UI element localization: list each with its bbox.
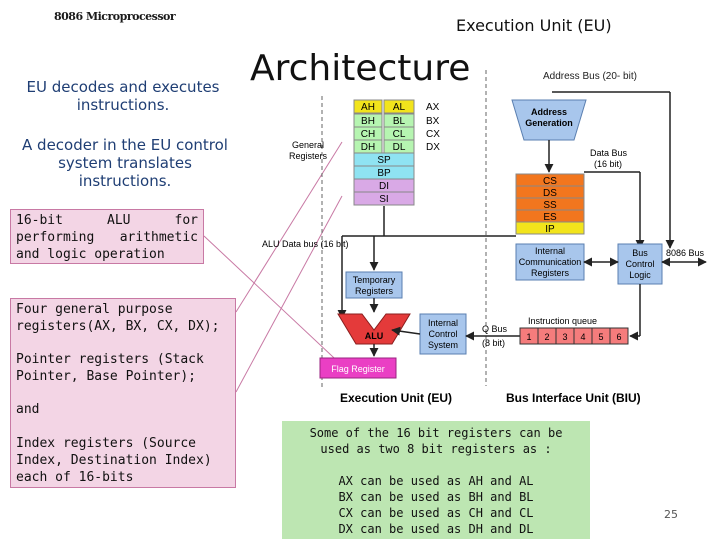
bus-control-label-2: Control	[625, 259, 654, 269]
queue-num-6: 6	[616, 332, 621, 342]
seg-ip-cell	[515, 221, 585, 235]
reg-dh: DH	[361, 142, 375, 153]
seg-ip: IP	[545, 224, 555, 235]
general-registers-label-2: Registers	[289, 151, 328, 161]
bus-control-logic	[617, 243, 663, 285]
alu-description-box: 16-bit ALU for performing arithmetic and…	[10, 209, 204, 264]
alu-description-text: 16-bit ALU for performing arithmetic and…	[16, 213, 198, 262]
and-text: and	[16, 402, 40, 417]
reg-cl: CL	[393, 129, 406, 140]
reg-sp: SP	[377, 155, 391, 166]
internal-comm-label-2: Communication	[519, 257, 582, 267]
biu-label: Bus Interface Unit (BIU)	[506, 391, 641, 405]
general-registers-text: Four general purpose registers(AX, BX, C…	[16, 302, 220, 334]
gp-pointer-line	[235, 141, 343, 313]
reg-dx-name: DX	[426, 142, 440, 153]
data-bus-label-2: (16 bit)	[594, 159, 622, 169]
course-label: 8086 Microprocessor	[54, 10, 176, 23]
register-grid: AH BH CH DH AL BL CL DL SP BP DI SI AX B…	[353, 99, 440, 206]
reg-bp: BP	[377, 168, 391, 179]
general-registers-label-1: General	[292, 140, 324, 150]
queue-num-2: 2	[544, 332, 549, 342]
reg-si-cell	[353, 191, 415, 206]
address-gen-label-2: Generation	[525, 118, 573, 128]
flag-register-label: Flag Register	[331, 364, 385, 374]
note-line-2: used as two 8 bit registers as :	[320, 442, 552, 456]
ptr-pointer-line	[235, 195, 343, 393]
q-bus-label-1: Q Bus	[482, 324, 508, 334]
architecture-title: Architecture	[250, 48, 471, 89]
reg-ch: CH	[361, 129, 375, 140]
internal-ctrl-label-3: System	[428, 340, 458, 350]
ctrl-to-alu	[391, 326, 421, 336]
temp-regs-label-2: Registers	[355, 286, 394, 296]
reg-al-cell	[383, 99, 415, 114]
reg-al: AL	[393, 102, 406, 113]
bus-control-label-3: Logic	[629, 270, 651, 280]
index-registers-text: Index registers (Source Index, Destinati…	[16, 436, 212, 485]
note-line-1: Some of the 16 bit registers can be	[309, 426, 563, 440]
internal-control-system	[419, 313, 467, 355]
reg-bx-name: BX	[426, 116, 440, 127]
pair-bx: BX can be used as BH and BL	[338, 490, 534, 504]
address-bus-label: Address Bus (20- bit)	[543, 71, 637, 82]
reg-ax-name: AX	[426, 102, 440, 113]
instruction-queue-label: Instruction queue	[528, 316, 597, 326]
alu-pointer-line	[203, 235, 349, 372]
segment-registers: CS DS SS ES IP	[515, 173, 585, 235]
reg-ah-cell	[353, 99, 383, 114]
seg-ds: DS	[543, 188, 557, 199]
queue-num-5: 5	[598, 332, 603, 342]
temporary-registers	[345, 271, 403, 299]
queue-num-4: 4	[580, 332, 585, 342]
reg-cx-name: CX	[426, 129, 440, 140]
temp-regs-label-1: Temporary	[353, 275, 396, 285]
bus-8086-label: 8086 Bus	[666, 248, 705, 258]
reg-si: SI	[379, 194, 388, 205]
register-pairs-note: Some of the 16 bit registers can be used…	[282, 421, 590, 539]
flag-register	[319, 357, 397, 379]
internal-comm-registers	[515, 243, 585, 281]
reg-bl: BL	[393, 116, 406, 127]
queue-cell-6	[609, 327, 629, 345]
q-bus-label-2: (8 bit)	[482, 338, 505, 348]
pair-cx: CX can be used as CH and CL	[338, 506, 534, 520]
seg-ss: SS	[543, 200, 557, 211]
alu-data-bus-label: ALU Data bus (16 bit)	[262, 239, 349, 249]
bus-control-label-1: Bus	[632, 248, 648, 258]
queue-num-1: 1	[526, 332, 531, 342]
queue-num-3: 3	[562, 332, 567, 342]
reg-dl: DL	[393, 142, 406, 153]
internal-comm-label-3: Registers	[531, 268, 570, 278]
seg-es: ES	[543, 212, 557, 223]
reg-di: DI	[379, 181, 389, 192]
pointer-registers-text: Pointer registers (Stack Pointer, Base P…	[16, 352, 204, 384]
instruction-queue: 1 2 3 4 5 6	[519, 327, 629, 345]
internal-ctrl-label-2: Control	[428, 329, 457, 339]
internal-comm-label-1: Internal	[535, 246, 565, 256]
eu-label: Execution Unit (EU)	[340, 391, 452, 405]
decoder-text: A decoder in the EU control system trans…	[22, 136, 228, 190]
address-gen-label-1: Address	[531, 107, 567, 117]
eu-decodes-text: EU decodes and executes instructions.	[26, 78, 220, 114]
internal-ctrl-label-1: Internal	[428, 318, 458, 328]
reg-bh: BH	[361, 116, 375, 127]
alu-label: ALU	[365, 331, 384, 341]
reg-ah: AH	[361, 102, 375, 113]
page-number: 25	[664, 508, 678, 521]
pair-ax: AX can be used as AH and AL	[338, 474, 534, 488]
alu-block	[337, 313, 411, 345]
data-bus-label-1: Data Bus	[590, 148, 628, 158]
pair-dx: DX can be used as DH and DL	[338, 522, 534, 536]
seg-cs: CS	[543, 176, 557, 187]
slide-title: Execution Unit (EU)	[456, 16, 612, 35]
address-generation-block	[511, 99, 587, 141]
registers-description-box: Four general purpose registers(AX, BX, C…	[10, 298, 236, 488]
